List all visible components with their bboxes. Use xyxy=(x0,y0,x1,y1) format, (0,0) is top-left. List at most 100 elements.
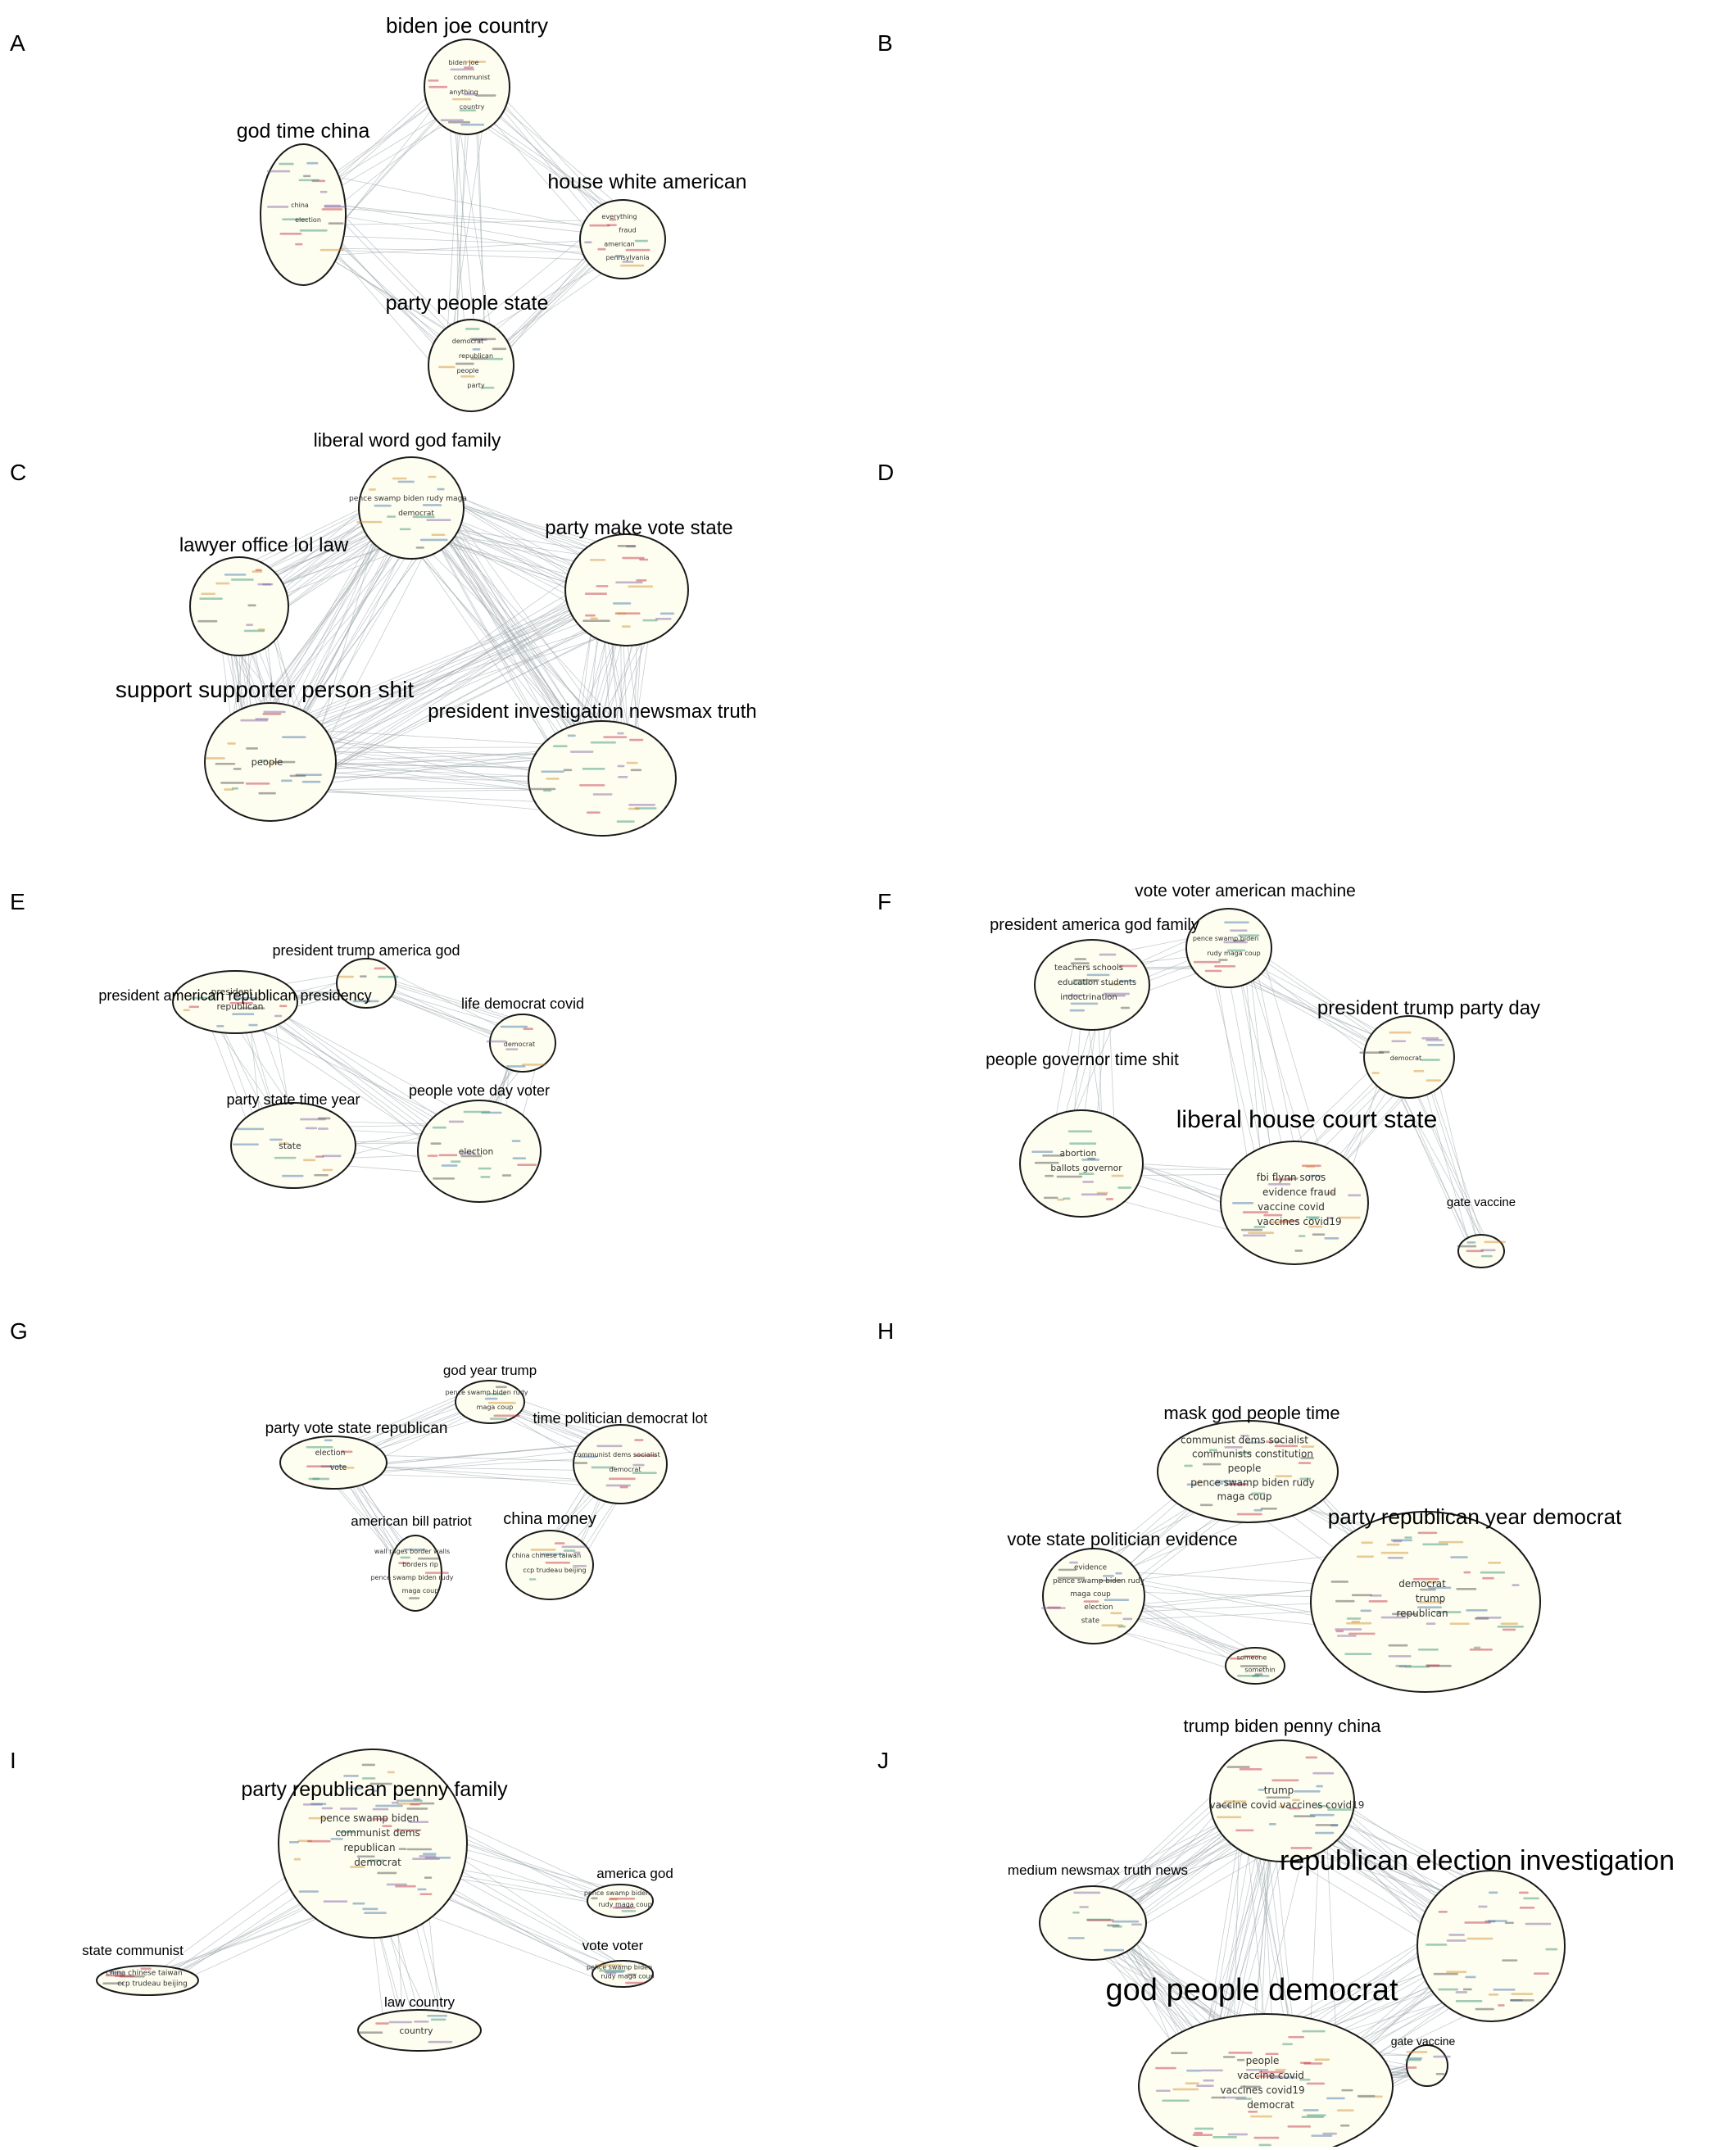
word-mark xyxy=(1405,2058,1421,2062)
word-cloud-texture xyxy=(1232,1164,1362,1252)
word-mark xyxy=(1446,1971,1467,1973)
word-mark xyxy=(460,1154,483,1158)
word-mark xyxy=(397,480,415,483)
cluster-word: vaccines covid19 xyxy=(1257,1216,1341,1227)
word-mark xyxy=(489,1417,507,1420)
word-mark xyxy=(1192,2134,1213,2137)
word-mark xyxy=(308,1477,330,1481)
word-mark xyxy=(1069,1009,1085,1012)
word-mark xyxy=(1426,1664,1440,1667)
panel-letter: E xyxy=(10,889,25,914)
word-mark xyxy=(478,1167,492,1170)
word-cloud-texture xyxy=(1155,2030,1383,2147)
word-mark xyxy=(626,545,637,548)
edge xyxy=(356,1449,594,1476)
word-mark xyxy=(1287,2125,1311,2128)
word-mark xyxy=(233,1143,259,1146)
word-mark xyxy=(511,1140,521,1142)
word-mark xyxy=(1316,1785,1323,1788)
word-mark xyxy=(1388,1644,1408,1647)
word-mark xyxy=(1072,982,1090,985)
cluster-word: democrat xyxy=(1398,1578,1446,1590)
cluster-word: american xyxy=(604,240,635,247)
word-mark xyxy=(609,1898,636,1900)
cluster-bubble xyxy=(358,456,465,560)
word-mark xyxy=(1446,1939,1466,1942)
word-mark xyxy=(398,1848,407,1850)
word-mark xyxy=(1275,1440,1282,1443)
word-mark xyxy=(109,1971,124,1974)
word-cloud-texture xyxy=(1193,921,1260,973)
word-mark xyxy=(1466,1241,1476,1244)
word-mark xyxy=(1405,1665,1430,1668)
word-mark xyxy=(591,1466,615,1469)
word-mark xyxy=(1422,1543,1448,1546)
cluster-title: mask god people time xyxy=(1163,1403,1339,1423)
word-mark xyxy=(486,1040,507,1043)
word-mark xyxy=(1487,1920,1507,1922)
word-mark xyxy=(655,618,672,620)
word-mark xyxy=(1245,2068,1269,2071)
cluster-title: vote voter xyxy=(582,1938,644,1953)
word-mark xyxy=(1117,1186,1131,1189)
word-cloud-texture xyxy=(266,161,347,252)
word-mark xyxy=(614,612,641,615)
word-mark xyxy=(306,161,319,165)
word-mark xyxy=(1199,1504,1213,1507)
word-mark xyxy=(1103,992,1130,996)
word-mark xyxy=(245,782,270,785)
word-mark xyxy=(1224,1800,1247,1803)
word-mark xyxy=(608,1898,619,1901)
word-mark xyxy=(352,1902,365,1905)
word-mark xyxy=(1217,1816,1242,1819)
word-mark xyxy=(372,1808,389,1811)
word-mark xyxy=(1275,1475,1293,1478)
word-mark xyxy=(634,1439,644,1441)
word-mark xyxy=(1271,1779,1299,1782)
cluster-word: china xyxy=(291,202,309,209)
word-mark xyxy=(428,85,448,88)
word-mark xyxy=(247,604,256,607)
word-mark xyxy=(1301,2116,1325,2119)
word-mark xyxy=(589,559,606,561)
word-mark xyxy=(1196,2084,1214,2087)
cluster-word: pence swamp biden rudy xyxy=(445,1389,528,1396)
cluster-word: pence swamp biden xyxy=(1193,935,1258,942)
word-mark xyxy=(1427,1044,1445,1046)
word-mark xyxy=(1098,1579,1122,1582)
word-mark xyxy=(540,1553,565,1556)
cluster-2: medium newsmax truth news xyxy=(1008,1862,1188,1961)
word-mark xyxy=(1112,1920,1140,1923)
word-mark xyxy=(530,1549,556,1551)
cluster-word: ccp trudeau beijing xyxy=(117,1980,187,1988)
word-mark xyxy=(1260,1507,1277,1510)
cluster-word: pence swamp biden rudy xyxy=(1053,1577,1144,1585)
word-mark xyxy=(1162,2099,1190,2102)
word-mark xyxy=(1412,1577,1439,1581)
cluster-word: people xyxy=(456,367,478,374)
word-mark xyxy=(628,803,655,806)
word-mark xyxy=(1519,1907,1535,1909)
word-mark xyxy=(1406,2066,1417,2069)
word-mark xyxy=(102,1982,125,1985)
cluster-word: republican xyxy=(1396,1608,1448,1619)
word-mark xyxy=(1391,1040,1407,1043)
word-mark xyxy=(1449,1622,1470,1626)
word-cloud-texture xyxy=(183,996,288,1027)
word-mark xyxy=(322,1168,333,1172)
word-mark xyxy=(578,1455,597,1458)
word-mark xyxy=(567,734,576,737)
edge xyxy=(1213,959,1253,1188)
cluster-word: wall rages border walls xyxy=(374,1548,450,1555)
cluster-word: maga coup xyxy=(402,1587,439,1594)
cluster-word: indoctrination xyxy=(1060,993,1117,1002)
word-mark xyxy=(1306,1165,1315,1168)
edge xyxy=(456,103,497,365)
word-mark xyxy=(263,710,286,714)
word-mark xyxy=(517,1163,537,1166)
word-cloud-texture xyxy=(102,1967,152,1985)
word-mark xyxy=(1438,1911,1448,1913)
word-mark xyxy=(382,1825,392,1827)
